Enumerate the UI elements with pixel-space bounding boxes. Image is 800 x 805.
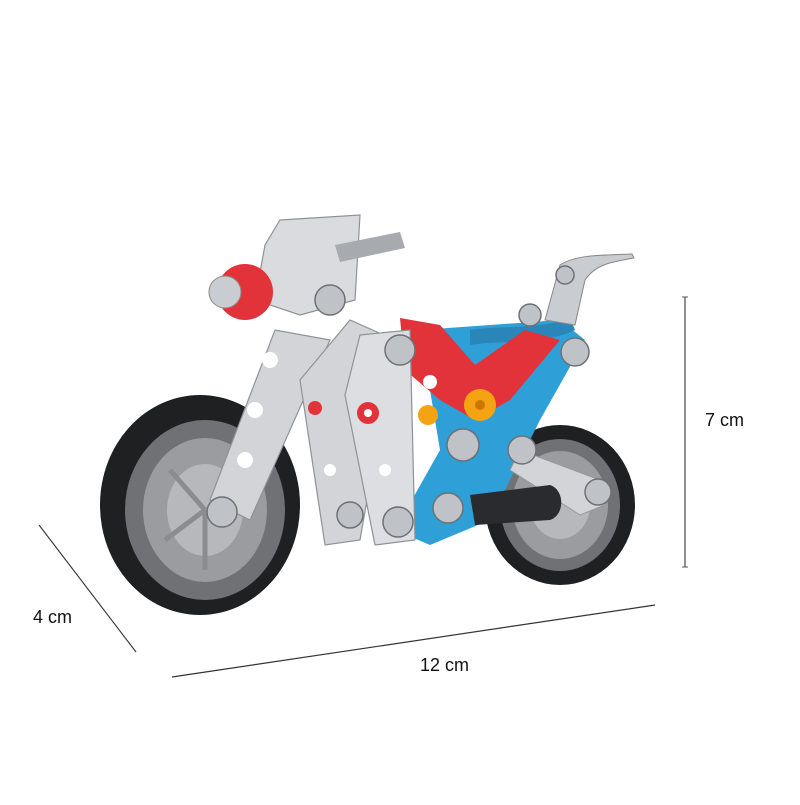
length-dimension-label: 12 cm xyxy=(420,655,470,675)
middle-frame xyxy=(299,319,416,546)
depth-dimension-label: 4 cm xyxy=(33,607,73,627)
red-bracket xyxy=(400,318,560,425)
headlight xyxy=(208,264,273,320)
dimension-lines xyxy=(38,296,688,678)
length-dimension-line xyxy=(171,604,656,678)
height-dimension-label: 7 cm xyxy=(705,410,745,430)
bolts xyxy=(206,265,612,538)
swingarm xyxy=(470,449,606,525)
rear-fender xyxy=(544,253,635,326)
depth-dimension-line xyxy=(38,524,137,653)
